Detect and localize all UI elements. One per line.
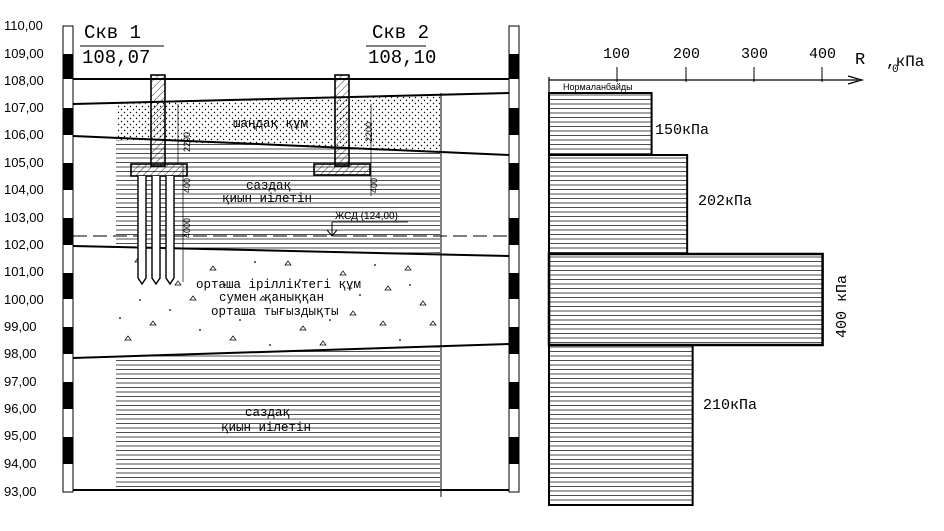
f2-pad-dim: 400 [369, 178, 379, 193]
foundation-2: 2200 400 [313, 74, 379, 196]
elev-label: 104,00 [4, 182, 44, 197]
elev-label: 108,00 [4, 73, 44, 88]
value-label-210: 210кПа [703, 397, 757, 414]
borehole-2-elevation: 108,10 [368, 47, 436, 69]
elev-label: 109,00 [4, 46, 44, 61]
water-level-marker: ЖСД (124,00) [326, 211, 408, 237]
r-axis-sub: 0 [892, 64, 899, 76]
loam-lower-label-1: саздақ [245, 406, 290, 420]
elev-label: 99,00 [4, 319, 37, 334]
coarse-sand-texture [124, 257, 437, 346]
resistance-bar [547, 252, 824, 347]
r-axis-unit: ,кПа [886, 53, 925, 71]
r-tick-300: 300 [741, 46, 768, 63]
value-label-202: 202кПа [698, 193, 752, 210]
elev-label: 93,00 [4, 484, 37, 499]
borehole-1-name: Скв 1 [84, 22, 141, 44]
resistance-bar [548, 154, 689, 255]
r-tick-200: 200 [673, 46, 700, 63]
elev-label: 105,00 [4, 155, 44, 170]
borehole-1-header: Скв 1 108,07 [80, 22, 164, 69]
elev-label: 102,00 [4, 237, 44, 252]
r-tick-100: 100 [603, 46, 630, 63]
coarse-sand-label-3: орташа тығыздықты [211, 305, 339, 319]
resistance-bars [547, 92, 824, 506]
coarse-sand-layer [116, 247, 440, 356]
borehole-2-name: Скв 2 [372, 22, 429, 44]
water-level-label: ЖСД (124,00) [335, 211, 398, 222]
resistance-bar [548, 344, 694, 506]
elev-label: 94,00 [4, 456, 37, 471]
soil-labels: шаңдақ құм саздақ қиын иілетін орташа ір… [196, 117, 361, 435]
loam-lower-label-2: қиын иілетін [221, 421, 311, 435]
elev-label: 103,00 [4, 210, 44, 225]
elev-label: 95,00 [4, 428, 37, 443]
elevation-scale-left [62, 25, 74, 493]
elevation-scale-right [508, 25, 520, 493]
elev-label: 98,00 [4, 346, 37, 361]
sand-label: шаңдақ құм [233, 117, 308, 131]
piles [137, 176, 175, 286]
layer-boundaries [72, 78, 510, 491]
loam-lower-layer [116, 346, 440, 490]
foundation-1: 2200 400 4000 [130, 74, 192, 286]
elev-label: 107,00 [4, 100, 44, 115]
elev-label: 106,00 [4, 127, 44, 142]
value-label-400: 400 кПа [834, 275, 851, 338]
f1-depth-dim: 2200 [182, 132, 192, 152]
loam-upper-label-2: қиын иілетін [222, 192, 312, 206]
borehole-2-header: Скв 2 108,10 [366, 22, 436, 69]
coarse-sand-label-2: сумен қаныққан [219, 291, 324, 305]
resistance-chart: 100 200 300 400 R 0 ,кПа Нормаланбайды 1… [547, 46, 925, 506]
f2-depth-dim: 2200 [364, 122, 374, 142]
elev-label: 110,00 [4, 18, 43, 33]
resistance-bar [548, 92, 653, 156]
chart-title: Нормаланбайды [563, 82, 633, 92]
coarse-sand-dots [119, 261, 411, 346]
elev-label: 101,00 [4, 264, 44, 279]
elevation-labels: 110,00 109,00 108,00 107,00 106,00 105,0… [4, 18, 44, 499]
elev-label: 100,00 [4, 292, 44, 307]
r-axis-label: R [855, 51, 865, 70]
coarse-sand-label-1: орташа ірілліктегі құм [196, 278, 361, 292]
f1-pad-dim: 400 [182, 178, 192, 193]
pile-length-dim: 4000 [182, 218, 192, 238]
r-axis-ticks [616, 67, 823, 82]
elev-label: 96,00 [4, 401, 37, 416]
value-label-150: 150кПа [655, 122, 709, 139]
loam-upper-label-1: саздақ [246, 179, 291, 193]
borehole-1-elevation: 108,07 [82, 47, 150, 69]
elev-label: 97,00 [4, 374, 37, 389]
sand-layer [116, 96, 440, 151]
r-tick-400: 400 [809, 46, 836, 63]
